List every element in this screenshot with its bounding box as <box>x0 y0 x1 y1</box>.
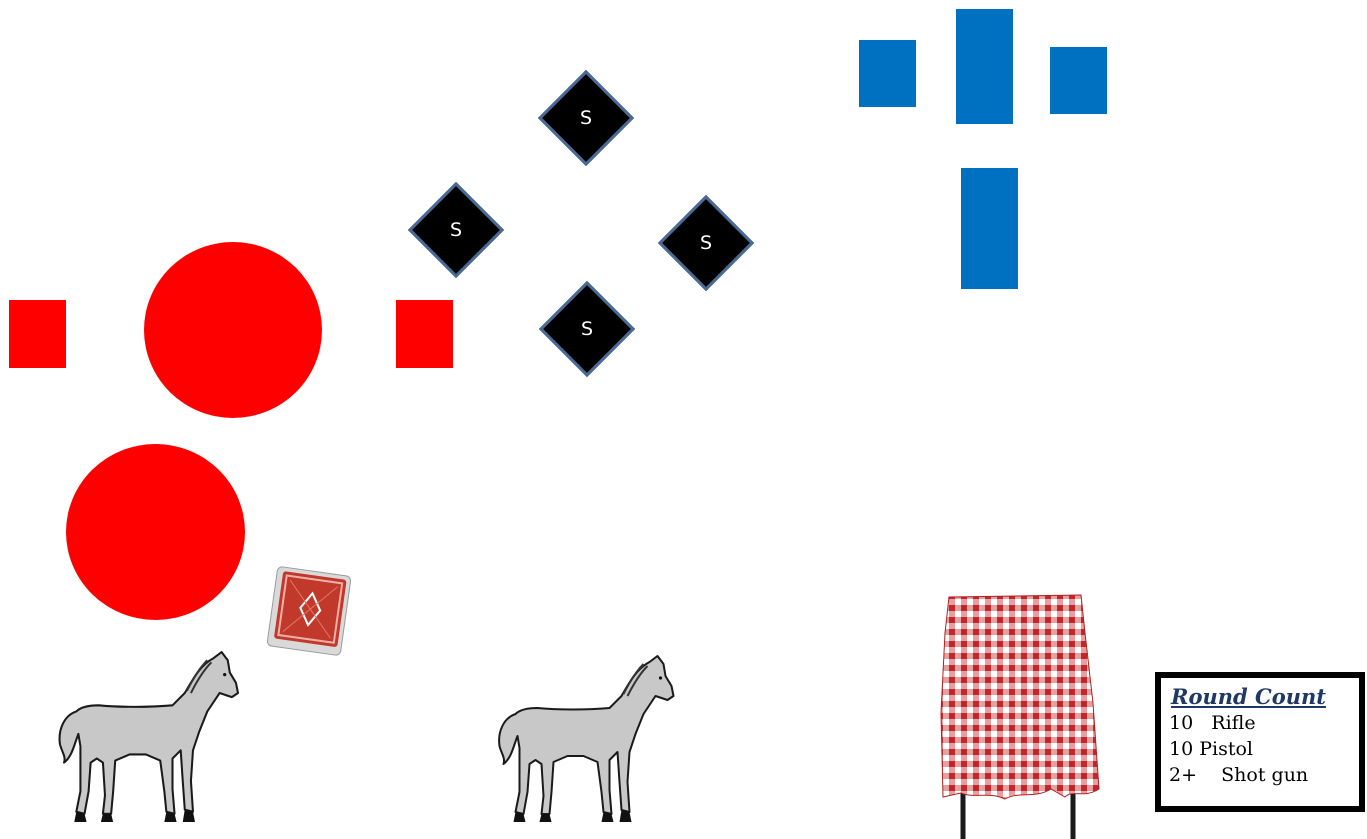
shoot-diamond-left: S <box>408 182 504 278</box>
blue-target-tall-center <box>956 9 1013 124</box>
diamond-label: S <box>700 232 712 254</box>
red-circle-target-lower <box>66 444 245 620</box>
blue-target-small-right <box>1050 47 1107 114</box>
shoot-diamond-top: S <box>538 70 634 166</box>
shoot-diamond-right: S <box>658 195 754 291</box>
red-square-target-right <box>396 300 453 368</box>
round-count-title: Round Count <box>1169 684 1359 710</box>
round-count-box: Round Count 10 Rifle 10 Pistol 2+ Shot g… <box>1155 672 1365 812</box>
blue-target-small-left <box>859 40 916 107</box>
card-deck-icon <box>262 565 356 657</box>
horse-icon-center <box>495 652 680 824</box>
red-circle-target-large <box>144 242 322 418</box>
checkered-table-icon <box>937 593 1103 839</box>
round-count-shotgun: 2+ Shot gun <box>1169 762 1359 788</box>
red-square-target-left <box>9 300 66 368</box>
round-count-pistol: 10 Pistol <box>1169 736 1359 762</box>
blue-target-tall-lower <box>961 168 1018 289</box>
diamond-label: S <box>450 219 462 241</box>
diamond-label: S <box>581 318 593 340</box>
horse-icon-left <box>55 648 245 824</box>
diamond-label: S <box>580 107 592 129</box>
round-count-rifle: 10 Rifle <box>1169 710 1359 736</box>
shoot-diamond-bottom: S <box>539 281 635 377</box>
